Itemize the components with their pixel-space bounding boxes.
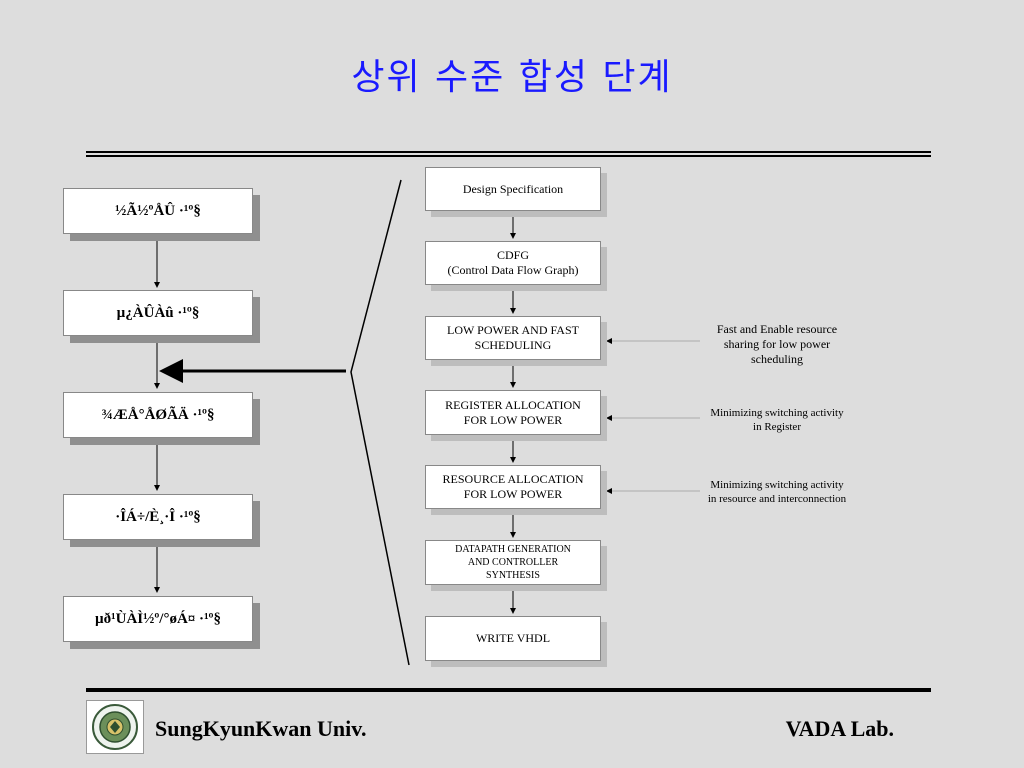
flow-box-datapath-generation: DATAPATH GENERATION AND CONTROLLER SYNTH… [425,540,601,585]
level-box-device: µð¹ÙÀÌ½º/°øÁ¤ ·¹º§ [63,596,253,642]
university-seal-icon [86,700,144,754]
note-scheduling: Fast and Enable resource sharing for low… [716,322,838,366]
footer-university: SungKyunKwan Univ. [155,716,367,741]
zoom-bracket [350,179,410,666]
level-box-behavioral: µ¿ÀÛÀû ·¹º§ [63,290,253,336]
flow-box-design-spec: Design Specification [425,167,601,211]
note-resource: Minimizing switching activity in resourc… [707,479,847,505]
flow-box-resource-allocation: RESOURCE ALLOCATION FOR LOW POWER [425,465,601,509]
level-box-logic: ·ÎÁ÷/È¸·Î ·¹º§ [63,494,253,540]
level-box-system: ½Ã½ºÅÛ ·¹º§ [63,188,253,234]
level-box-architecture: ¾ÆÅ°ÅØÃÄ ·¹º§ [63,392,253,438]
footer-lab: VADA Lab. [785,716,894,741]
flow-box-write-vhdl: WRITE VHDL [425,616,601,661]
flow-box-scheduling: LOW POWER AND FAST SCHEDULING [425,316,601,360]
slide-title: 상위 수준 합성 단계 [351,57,673,98]
flow-box-cdfg: CDFG (Control Data Flow Graph) [425,241,601,285]
top-rule [86,151,931,153]
top-rule-2 [86,155,931,157]
bottom-rule [86,688,931,692]
note-register: Minimizing switching activity in Registe… [710,407,844,433]
flow-box-register-allocation: REGISTER ALLOCATION FOR LOW POWER [425,390,601,435]
